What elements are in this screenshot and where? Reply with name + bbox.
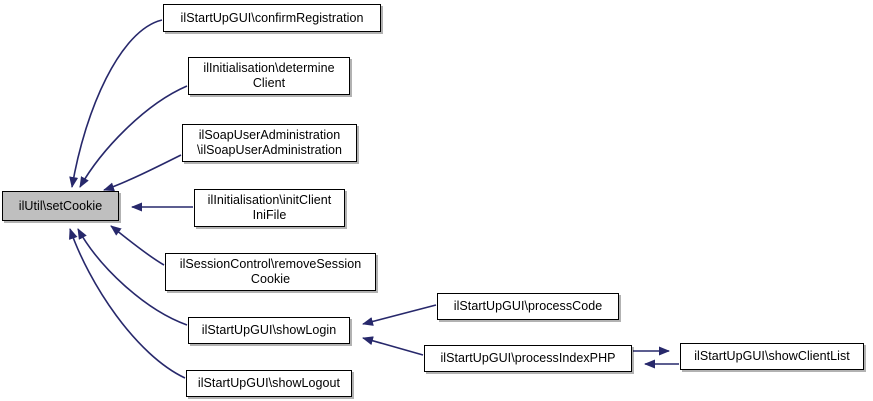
node-showclientlist[interactable]: ilStartUpGUI\showClientList xyxy=(680,343,864,370)
edge-removesessioncookie-to-setcookie xyxy=(110,225,165,266)
node-setcookie[interactable]: ilUtil\setCookie xyxy=(2,191,119,221)
node-label: ilInitialisation\initClient IniFile xyxy=(207,193,332,222)
edge-processindexphp-to-showlogin xyxy=(362,336,424,356)
node-label: ilUtil\setCookie xyxy=(18,198,103,213)
node-processcode[interactable]: ilStartUpGUI\processCode xyxy=(437,293,619,320)
node-label: ilStartUpGUI\processCode xyxy=(453,299,603,313)
node-ilsoapuseradministration[interactable]: ilSoapUserAdministration \ilSoapUserAdmi… xyxy=(182,124,357,162)
node-label: ilSessionControl\removeSession Cookie xyxy=(179,257,362,286)
node-label: ilStartUpGUI\showClientList xyxy=(694,349,850,363)
node-initclientinifile[interactable]: ilInitialisation\initClient IniFile xyxy=(194,189,345,227)
node-label: ilStartUpGUI\processIndexPHP xyxy=(440,351,616,365)
node-removesessioncookie[interactable]: ilSessionControl\removeSession Cookie xyxy=(165,253,376,291)
node-showlogout[interactable]: ilStartUpGUI\showLogout xyxy=(186,370,352,397)
node-showlogin[interactable]: ilStartUpGUI\showLogin xyxy=(188,317,350,344)
node-label: ilStartUpGUI\showLogout xyxy=(197,376,341,390)
node-label: ilSoapUserAdministration \ilSoapUserAdmi… xyxy=(196,128,343,157)
node-label: ilStartUpGUI\confirmRegistration xyxy=(180,10,364,25)
node-confirmregistration[interactable]: ilStartUpGUI\confirmRegistration xyxy=(163,4,381,32)
edge-showlogin-to-setcookie xyxy=(77,228,188,326)
node-label: ilStartUpGUI\showLogin xyxy=(201,323,337,337)
node-label: ilInitialisation\determine Client xyxy=(203,61,335,90)
edge-processcode-to-showlogin xyxy=(362,304,437,326)
edge-ilsoapuseradministration-to-setcookie xyxy=(103,154,182,192)
node-processindexphp[interactable]: ilStartUpGUI\processIndexPHP xyxy=(424,345,632,372)
node-determineclient[interactable]: ilInitialisation\determine Client xyxy=(188,57,350,95)
edge-determineclient-to-setcookie xyxy=(79,85,188,188)
edge-showlogout-to-setcookie xyxy=(69,228,186,379)
edge-confirmregistration-to-setcookie xyxy=(69,19,163,188)
